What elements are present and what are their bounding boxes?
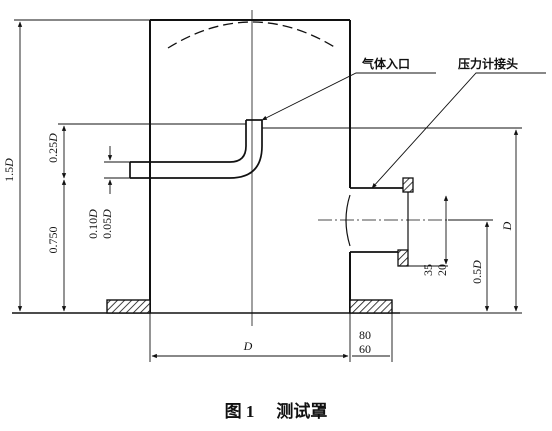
figure-number: 图 1 xyxy=(225,402,255,421)
base-b-dim: 60 xyxy=(359,342,371,356)
vessel-dome-dashed xyxy=(167,21,337,49)
pressure-connector xyxy=(318,177,448,267)
dimension-lines xyxy=(14,19,522,362)
connector-flange-bottom xyxy=(397,249,409,267)
pipe-inner-dim: 0.05D xyxy=(100,209,114,239)
leaders xyxy=(261,72,546,189)
total-height-dim: 1.5D xyxy=(2,158,16,182)
gas-inlet-pipe xyxy=(129,119,263,179)
left-base-flange xyxy=(106,299,151,314)
pressure-connector-label: 压力计接头 xyxy=(458,56,518,71)
right-base-flange xyxy=(349,299,393,314)
base-a-dim: 80 xyxy=(359,328,371,342)
connector-flange-top xyxy=(402,177,414,193)
vessel-width-dim: D xyxy=(243,339,253,353)
vessel-body xyxy=(12,10,400,326)
right-height-dim: D xyxy=(500,221,514,231)
gas-inlet-label: 气体入口 xyxy=(361,56,410,71)
pipe-outer-dim: 0.10D xyxy=(86,209,100,239)
inlet-pipe-inner xyxy=(130,120,247,163)
figure-title: 测试罩 xyxy=(276,401,327,421)
connector-leader xyxy=(371,72,546,189)
inlet-pipe-outer xyxy=(130,120,263,179)
figure-caption: 图 1 测试罩 xyxy=(225,401,328,421)
connector-height-dim: 0.5D xyxy=(470,260,484,284)
inlet-height-dim: 0.750 xyxy=(46,227,60,254)
upper-offset-dim: 0.25D xyxy=(46,133,60,163)
base-flanges xyxy=(106,299,393,314)
flange-b-dim: 20 xyxy=(435,264,449,276)
flange-a-dim: 35 xyxy=(421,264,435,276)
connector-inner-curve xyxy=(345,194,351,247)
gas-inlet-leader xyxy=(261,72,436,121)
